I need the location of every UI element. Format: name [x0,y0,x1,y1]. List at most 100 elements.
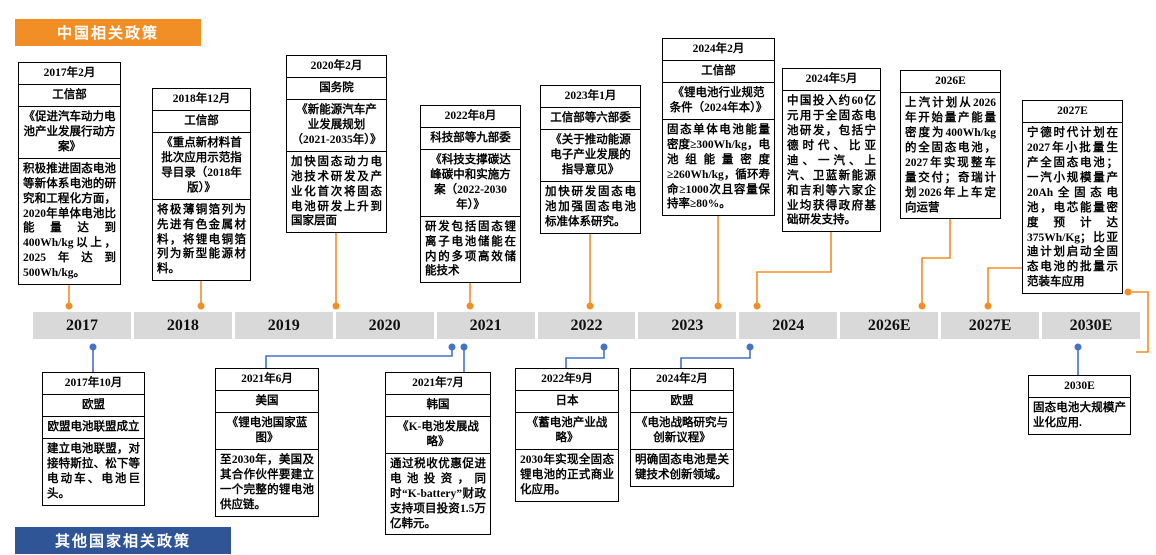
china-policy-box-2024-05: 2024年5月 中国投入约60亿元用于全固态电池研发，包括宁德时代、比亚迪、一汽… [782,68,881,233]
connector-dot [332,302,340,310]
connector-dot [448,343,456,351]
policy-title: 《K-电池发展战略》 [386,415,490,453]
policy-date: 2027E [1057,105,1088,117]
policy-date: 2017年2月 [43,67,96,79]
connector-dot [1124,288,1132,296]
policy-title: 《锂电池行业规范条件（2024年本）》 [663,81,774,119]
policy-desc: 将极薄铜箔列为先进有色金属材料，将锂电铜箔列为新型能源材料。 [153,198,250,281]
timeline-segment-2019: 2019 [234,312,333,339]
other-countries-label: 其他国家相关政策 [15,527,231,554]
timeline-segment-2027e: 2027E [941,312,1040,339]
connector-dot [918,302,926,310]
policy-title: 《蓄电池产业战略》 [516,411,618,449]
policy-desc: 至2030年，美国及其合作伙伴要建立一个完整的锂电池供应链。 [216,448,318,516]
china-policy-box-2020-02: 2020年2月 国务院 《新能源汽车产业发展规划（2021-2035年）》 加快… [286,55,387,234]
policy-agency: 工信部等六部委 [541,106,640,129]
policy-desc: 明确固态电池是关键技术创新领域。 [631,448,733,486]
timeline-segment-2026e: 2026E [840,312,939,339]
timeline-segment-2023: 2023 [638,312,737,339]
policy-desc: 加快研发固态电池加强固态电池标准体系研究。 [541,180,640,233]
connector-dot [1074,343,1082,351]
policy-date: 2021年7月 [412,377,464,389]
timeline-segment-2018: 2018 [133,312,232,339]
policy-title: 欧盟电池联盟成立 [43,415,144,438]
policy-title: 《关于推动能源电子产业发展的指导意见》 [541,128,640,181]
other-policy-box-kr-2021: 2021年7月 韩国 《K-电池发展战略》 通过税收优惠促进电池投资，同时“K-… [385,372,491,536]
policy-date: 2026E [935,75,966,87]
policy-date: 2020年2月 [310,60,363,72]
connector-dot [714,302,722,310]
policy-date: 2017年10月 [64,377,123,389]
policy-date: 2018年12月 [172,93,231,105]
policy-agency: 工信部 [153,109,250,132]
connector-dot [746,343,754,351]
policy-agency: 工信部 [663,59,774,82]
policy-date: 2022年8月 [444,110,497,122]
connector-dot [600,343,608,351]
china-policy-box-2017-02: 2017年2月 工信部 《促进汽车动力电池产业发展行动方案》 积极推进固态电池等… [18,62,121,286]
policy-title: 《锂电池国家蓝图》 [216,411,318,449]
policy-desc: 积极推进固态电池等新体系电池的研究和工程化方面，2020年单体电池比能量达到40… [19,157,120,285]
policy-title: 《重点新材料首批次应用示范指导目录（2018年版）》 [153,131,250,199]
policy-desc: 加快固态动力电池技术研发及产业化首次将固态电池研发上升到国家层面 [287,150,386,233]
policy-date: 2024年2月 [656,373,708,385]
china-policy-box-2024-02: 2024年2月 工信部 《锂电池行业规范条件（2024年本）》 固态单体电池能量… [662,38,775,217]
policy-desc: 宁德时代计划在2027年小批量生产全固态电池；一汽小规模量产20Ah全固态电池，… [1023,121,1122,293]
connector-dot [984,302,992,310]
policy-date: 2021年6月 [241,373,293,385]
policy-desc: 通过税收优惠促进电池投资，同时“K-battery”财政支持项目投资1.5万亿韩… [386,452,490,535]
china-policy-box-2022-08: 2022年8月 科技部等九部委 《科技支撑碳达峰碳中和实施方案（2022-203… [420,105,521,284]
policy-agency: 韩国 [386,393,490,416]
policy-date: 2024年5月 [805,73,858,85]
policy-date: 2022年9月 [541,373,593,385]
timeline-segment-2022: 2022 [537,312,636,339]
policy-desc: 研发包括固态锂离子电池储能在内的多项高效储能技术 [421,215,520,283]
connector-dot [197,302,205,310]
other-policy-box-jp-2022: 2022年9月 日本 《蓄电池产业战略》 2030年实现全固态锂电池的正式商业化… [515,368,619,502]
connector-dot [753,302,761,310]
other-policy-box-eu-2017: 2017年10月 欧盟 欧盟电池联盟成立 建立电池联盟，对接特斯拉、松下等电动车… [42,372,145,506]
connector-china-2024-05 [756,210,832,306]
policy-date: 2030E [1064,380,1095,392]
policy-title: 《促进汽车动力电池产业发展行动方案》 [19,105,120,158]
policy-date: 2024年2月 [692,43,745,55]
policy-desc: 上汽计划从2026年开始量产能量密度为400Wh/kg的全固态电池，2027年实… [901,91,1000,219]
connector-dot [586,302,594,310]
connector-china-2030e-hook [1128,291,1149,353]
policy-title: 《科技支撑碳达峰碳中和实施方案（2022-2030年）》 [421,148,520,216]
connector-dot [466,302,474,310]
policy-title: 《电池战略研究与创新议程》 [631,411,733,449]
policy-desc: 固态单体电池能量密度≥300Wh/kg，电池组能量密度≥260Wh/kg，循环寿… [663,118,774,216]
connector-china-2026e [921,210,951,306]
policy-desc: 中国投入约60亿元用于全固态电池研发，包括宁德时代、比亚迪、一汽、上汽、卫蓝新能… [783,89,880,231]
china-policies-label: 中国相关政策 [15,19,201,46]
policy-agency: 科技部等九部委 [421,126,520,149]
policy-title: 《新能源汽车产业发展规划（2021-2035年）》 [287,98,386,151]
policy-agency: 欧盟 [43,393,144,416]
connector-dot [89,343,97,351]
timeline-segment-2024: 2024 [739,312,838,339]
china-policy-box-2018-12: 2018年12月 工信部 《重点新材料首批次应用示范指导目录（2018年版）》 … [152,88,251,282]
timeline-segment-2020: 2020 [335,312,434,339]
policy-desc: 2030年实现全固态锂电池的正式商业化应用。 [516,448,618,501]
policy-agency: 欧盟 [631,389,733,412]
china-policy-box-2026e: 2026E 上汽计划从2026年开始量产能量密度为400Wh/kg的全固态电池，… [900,70,1001,220]
policy-desc: 建立电池联盟，对接特斯拉、松下等电动车、电池巨头。 [43,437,144,505]
policy-agency: 国务院 [287,76,386,99]
policy-date: 2023年1月 [564,90,617,102]
other-policy-box-eu-2024: 2024年2月 欧盟 《电池战略研究与创新议程》 明确固态电池是关键技术创新领域… [630,368,734,487]
connector-dot [460,343,468,351]
timeline-segment-2030e: 2030E [1042,312,1140,339]
timeline-segment-2017: 2017 [33,312,131,339]
timeline-segment-2021: 2021 [436,312,535,339]
policy-agency: 日本 [516,389,618,412]
timeline-bar: 2017 2018 2019 2020 2021 2022 2023 2024 … [33,312,1140,339]
other-policy-box-us-2021: 2021年6月 美国 《锂电池国家蓝图》 至2030年，美国及其合作伙伴要建立一… [215,368,319,517]
china-policy-box-2023-01: 2023年1月 工信部等六部委 《关于推动能源电子产业发展的指导意见》 加快研发… [540,85,641,234]
policy-desc: 固态电池大规模产业化应用. [1029,396,1130,434]
connector-dot [65,302,73,310]
policy-agency: 美国 [216,389,318,412]
policy-agency: 工信部 [19,83,120,106]
other-policy-box-2030e: 2030E 固态电池大规模产业化应用. [1028,375,1131,435]
